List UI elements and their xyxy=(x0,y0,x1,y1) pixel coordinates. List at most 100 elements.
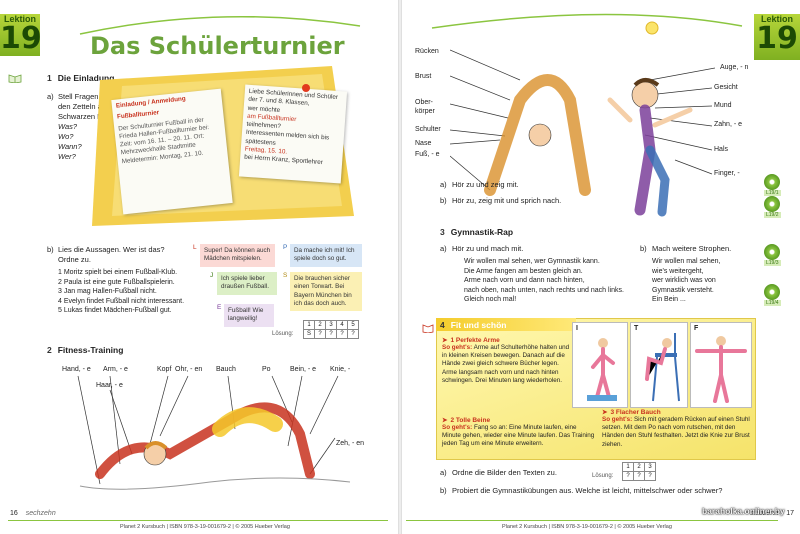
audio-cd-1[interactable]: L19/1 xyxy=(764,174,781,196)
bubble-text: Super! Da können auch Mädchen mitspielen… xyxy=(200,244,275,267)
task-text: Hör zu und zeig mit. xyxy=(452,180,519,189)
solution-cell: 1 xyxy=(622,462,634,472)
exercise-text: Fang so an: Eine Minute laufen, eine Min… xyxy=(442,424,595,448)
body-parts-illustration xyxy=(450,49,715,217)
section-title: Fit und schön xyxy=(450,320,507,330)
rap-line: Arme nach vorn und dann nach hinten, xyxy=(464,277,585,284)
solution-cell: 2 xyxy=(633,462,645,472)
exercise-1: ➤1 Perfekte Arme So geht's: Arme auf Sch… xyxy=(442,336,570,385)
audio-cd-2[interactable]: L19/2 xyxy=(764,196,781,218)
cd-label: L19/2 xyxy=(764,212,781,218)
body-label: Bein, - e xyxy=(290,366,317,373)
page-num: 17 xyxy=(786,510,794,517)
section-number: 2 xyxy=(47,345,52,355)
solution-cell: ? xyxy=(644,471,656,481)
task-text: Hör zu, zeig mit und sprich nach. xyxy=(452,196,562,205)
photo-label: I xyxy=(576,325,578,332)
audio-cd-3[interactable]: L19/3 xyxy=(764,244,781,266)
solution-cell: ? xyxy=(347,329,359,339)
bubble-letter: L xyxy=(193,244,197,251)
body-label: Bauch xyxy=(216,366,236,373)
stretching-boy-illustration xyxy=(77,375,351,490)
rap-line: Gymnastik versteht. xyxy=(652,286,714,294)
question-wann: Wann? xyxy=(58,142,82,151)
page-word: siebzehn xyxy=(750,510,779,517)
body-label: Hals xyxy=(714,146,729,153)
exercise-body: So geht's: Fang so an: Eine Minute laufe… xyxy=(442,424,597,449)
body-label: Gesicht xyxy=(714,84,738,91)
exercise-title: ➤2 Tolle Beine xyxy=(442,416,597,424)
bubble-letter: P xyxy=(283,244,288,251)
arrow-right-icon: ➤ xyxy=(442,337,448,344)
exercise-body: So geht's: Sich mit geradem Rücken auf e… xyxy=(602,416,750,449)
body-label: Fuß, - e xyxy=(415,151,440,158)
solution-cell: ? xyxy=(314,329,326,339)
so-gehts: So geht's: xyxy=(442,344,473,351)
task-text: Mach weitere Strophen. xyxy=(652,244,732,253)
decor-arc xyxy=(79,15,361,35)
task-text: Ordne die Bilder den Texten zu. xyxy=(452,468,557,477)
solution-label: Lösung: xyxy=(592,473,614,479)
body-label: Ober- körper xyxy=(415,99,435,115)
so-gehts: So geht's: xyxy=(602,416,633,423)
body-label: Mund xyxy=(714,102,732,109)
task-letter: a) xyxy=(47,92,54,101)
photo-F: F xyxy=(690,322,752,408)
body-label: Arm, - e xyxy=(103,366,128,373)
lektion-badge-left: Lektion 19 xyxy=(0,14,42,56)
bubble-letter: E xyxy=(217,304,222,311)
so-gehts: So geht's: xyxy=(442,424,473,431)
exercise-title: ➤1 Perfekte Arme xyxy=(442,336,570,344)
task-letter: a) xyxy=(440,244,447,253)
body-label: Rücken xyxy=(415,48,439,55)
exercise-text: Arme auf Schulterhöhe halten und in klei… xyxy=(442,344,570,384)
footer-text: Planet 2 Kursbuch | ISBN 978-3-19-001679… xyxy=(120,524,290,530)
watermark: baraholka.onliner.by xyxy=(702,506,785,516)
body-label: Kopf xyxy=(157,366,172,373)
task-1a-text: Stell Fragen zu den Zetteln am Schwarzen… xyxy=(58,92,116,121)
cd-label: L19/4 xyxy=(764,300,781,306)
section-title: Gymnastik-Rap xyxy=(450,227,514,237)
lektion-word: Lektion xyxy=(760,14,793,24)
list-item: 3 Jan mag Hallen-Fußball nicht. xyxy=(58,288,157,295)
exercise-title-text: 1 Perfekte Arme xyxy=(450,337,500,344)
section-title: Die Einladung xyxy=(57,73,115,83)
pin-icon xyxy=(302,84,310,92)
task-letter: a) xyxy=(440,180,447,189)
exercise-2: ➤2 Tolle Beine So geht's: Fang so an: Ei… xyxy=(442,416,597,449)
body-label: Ohr, - en xyxy=(175,366,203,373)
photo-label: T xyxy=(634,325,639,332)
rap-verse-1: Wir wollen mal sehen, wer Gymnastik kann… xyxy=(464,257,664,305)
rap-line: Ein Bein ... xyxy=(652,296,686,303)
task-letter: a) xyxy=(440,468,447,477)
audio-cd-4[interactable]: L19/4 xyxy=(764,284,781,306)
list-item: 5 Lukas findet Mädchen-Fußball gut. xyxy=(58,307,172,314)
task-1b-text: Lies die Aussagen. Wer ist das? Ordne zu… xyxy=(58,245,165,264)
notice-invitation: Einladung / Anmeldung Fußballturnier Der… xyxy=(111,88,233,215)
task-text: Probiert die Gymnastikübungen aus. Welch… xyxy=(452,486,723,495)
body-label: Schulter xyxy=(415,126,441,133)
section-number: 4 xyxy=(440,320,445,330)
exercise-title-text: 3 Flacher Bauch xyxy=(610,409,661,416)
solution-cell: ? xyxy=(325,329,337,339)
section-4-heading: 4 Fit und schön xyxy=(440,320,506,330)
rap-line: wie's weitergeht, xyxy=(652,267,704,275)
exercise-body: So geht's: Arme auf Schulterhöhe halten … xyxy=(442,344,570,385)
photo-label: F xyxy=(694,325,699,332)
rap-line: Wir wollen mal sehen, wer Gymnastik kann… xyxy=(464,258,600,265)
solution-cell: ? xyxy=(633,471,645,481)
right-page: Lektion 19 Rücken Brust Ober- körper Sch… xyxy=(402,0,800,534)
arrow-right-icon: ➤ xyxy=(442,417,448,424)
list-item: 1 Moritz spielt bei einem Fußball-Klub. xyxy=(58,269,178,276)
solution-cell: 2 xyxy=(314,320,326,330)
bubble-text: Fußball! Wie langweilig! xyxy=(224,304,274,327)
page-title: Das Schülerturnier xyxy=(90,32,345,60)
exercise-3: ➤3 Flacher Bauch So geht's: Sich mit ger… xyxy=(602,408,750,449)
cd-label: L19/3 xyxy=(764,260,781,266)
cd-label: L19/1 xyxy=(764,190,781,196)
body-label: Zahn, - e xyxy=(714,121,743,128)
solution-cell: 4 xyxy=(336,320,348,330)
list-item: 2 Paula ist eine gute Fußballspielerin. xyxy=(58,278,175,286)
